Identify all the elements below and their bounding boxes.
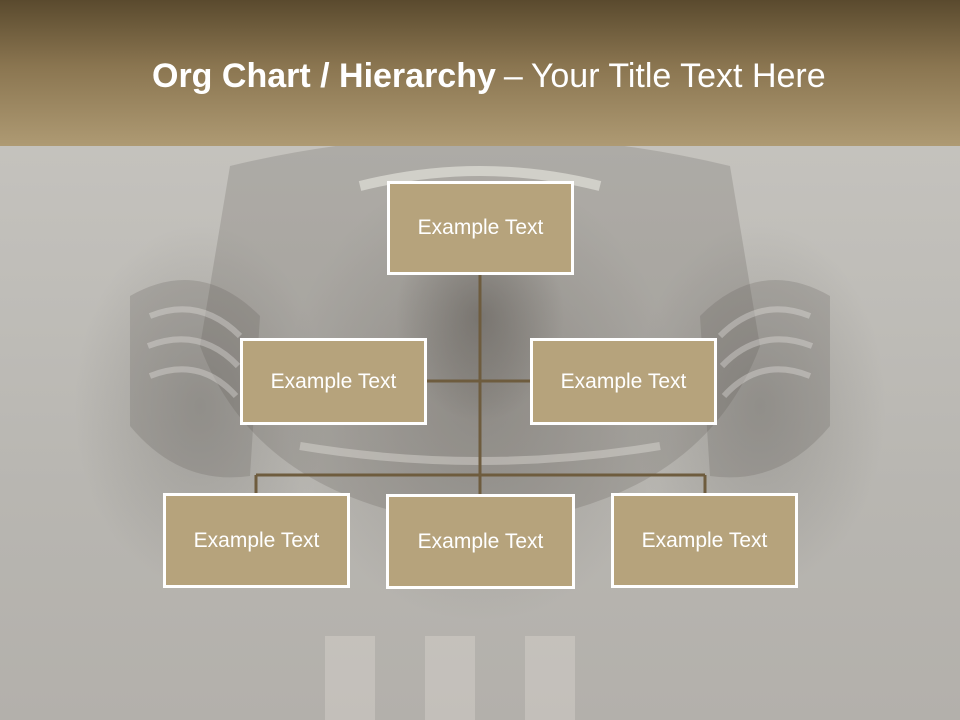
org-box-label: Example Text: [417, 216, 544, 239]
org-box-label: Example Text: [641, 528, 768, 552]
org-box-level2-left[interactable]: Example Text: [240, 338, 427, 425]
org-box-label: Example Text: [417, 529, 544, 553]
title-bar: Org Chart / Hierarchy–Your Title Text He…: [0, 0, 960, 146]
org-box-label: Example Text: [560, 369, 687, 393]
title-rest: Your Title Text Here: [530, 57, 826, 95]
org-box-label: Example Text: [270, 369, 397, 393]
title-dash: –: [503, 57, 523, 95]
title-bold: Org Chart / Hierarchy: [152, 57, 496, 95]
org-box-level3-right[interactable]: Example Text: [611, 493, 798, 588]
org-box-level3-left[interactable]: Example Text: [163, 493, 350, 588]
org-box-label: Example Text: [193, 528, 320, 552]
org-box-level3-center[interactable]: Example Text: [386, 494, 575, 589]
org-box-level2-right[interactable]: Example Text: [530, 338, 717, 425]
slide-title: Org Chart / Hierarchy–Your Title Text He…: [152, 54, 826, 98]
org-box-root[interactable]: Example Text: [387, 181, 574, 275]
